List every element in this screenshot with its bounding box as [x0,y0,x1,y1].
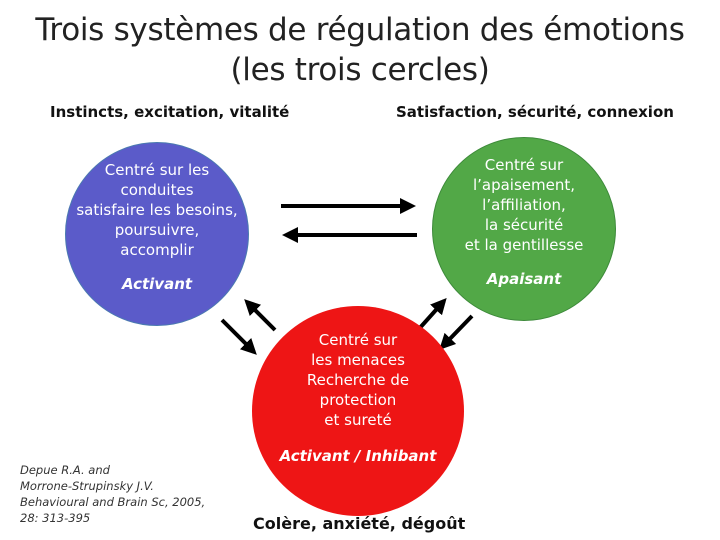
reference-line: 28: 313-395 [20,511,91,525]
soothing-mode: Apaisant [486,270,562,288]
threat-line: et sureté [324,411,392,429]
drive-line: poursuivre, [114,221,200,239]
arrow-threat-to-soothing [416,298,447,332]
drive-system-label: Instincts, excitation, vitalité [50,103,290,121]
drive-line: Centré sur les [104,161,210,179]
soothing-line: et la gentillesse [464,236,584,254]
title-line-2: (les trois cercles) [230,52,490,88]
soothing-line: Centré sur [484,156,564,174]
drive-line: satisfaire les besoins, [76,201,238,219]
threat-line: protection [319,391,397,409]
threat-line: Recherche de [306,371,410,389]
soothing-system-circle: Centré sur l’apaisement, l’affiliation, … [432,137,616,321]
threat-system-label: Colère, anxiété, dégoût [253,514,466,533]
arrow-soothing-to-threat [439,314,474,350]
arrow-drive-to-threat [220,318,257,355]
drive-line: conduites [120,181,194,199]
threat-system-circle: Centré sur les menaces Recherche de prot… [252,306,464,516]
drive-line: accomplir [120,241,194,259]
soothing-line: l’affiliation, [482,196,566,214]
threat-mode: Activant / Inhibant [279,447,437,465]
threat-line: Centré sur [318,331,398,349]
soothing-line: la sécurité [484,216,564,234]
reference-line: Morrone-Strupinsky J.V. [20,479,154,493]
title-line-1: Trois systèmes de régulation des émotion… [35,12,685,48]
reference-line: Behavioural and Brain Sc, 2005, [20,495,206,509]
soothing-system-label: Satisfaction, sécurité, connexion [396,103,674,121]
reference-line: Depue R.A. and [20,463,110,477]
drive-system-circle: Centré sur les conduites satisfaire les … [65,142,249,326]
drive-mode: Activant [121,275,193,293]
threat-line: les menaces [311,351,405,369]
reference: Depue R.A. and Morrone-Strupinsky J.V. B… [20,462,205,526]
arrow-threat-to-drive [244,299,277,332]
soothing-line: l’apaisement, [472,176,576,194]
